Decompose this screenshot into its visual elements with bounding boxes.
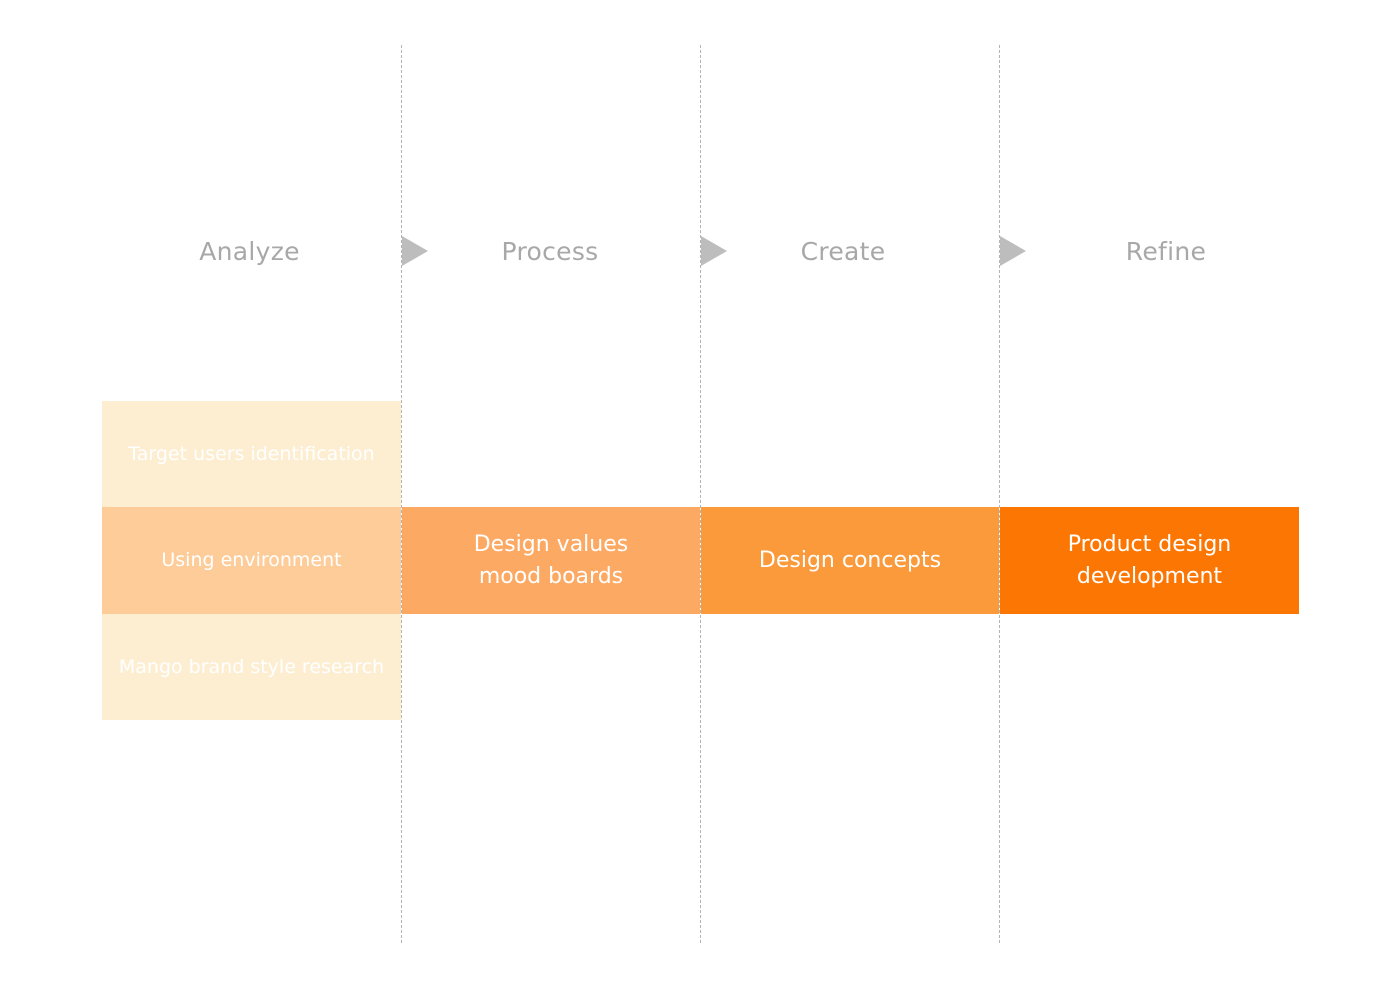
arrow-right-icon: [402, 236, 428, 266]
divider-analyze-process: [401, 45, 402, 943]
flow-block-design-values: Design values mood boards: [402, 507, 700, 614]
stage-title-create: Create: [800, 237, 886, 266]
stage-title-process: Process: [501, 237, 599, 266]
arrow-right-icon: [1000, 236, 1026, 266]
analyze-item-using-environment: Using environment: [102, 507, 401, 614]
divider-process-create: [700, 45, 701, 943]
divider-create-refine: [999, 45, 1000, 943]
flow-block-product-development: Product design development: [1000, 507, 1299, 614]
arrow-right-icon: [701, 236, 727, 266]
stage-title-analyze: Analyze: [199, 237, 300, 266]
analyze-item-brand-research: Mango brand style research: [102, 614, 401, 720]
flow-block-design-concepts: Design concepts: [701, 507, 999, 614]
analyze-item-target-users: Target users identification: [102, 401, 401, 507]
stage-title-refine: Refine: [1125, 237, 1207, 266]
